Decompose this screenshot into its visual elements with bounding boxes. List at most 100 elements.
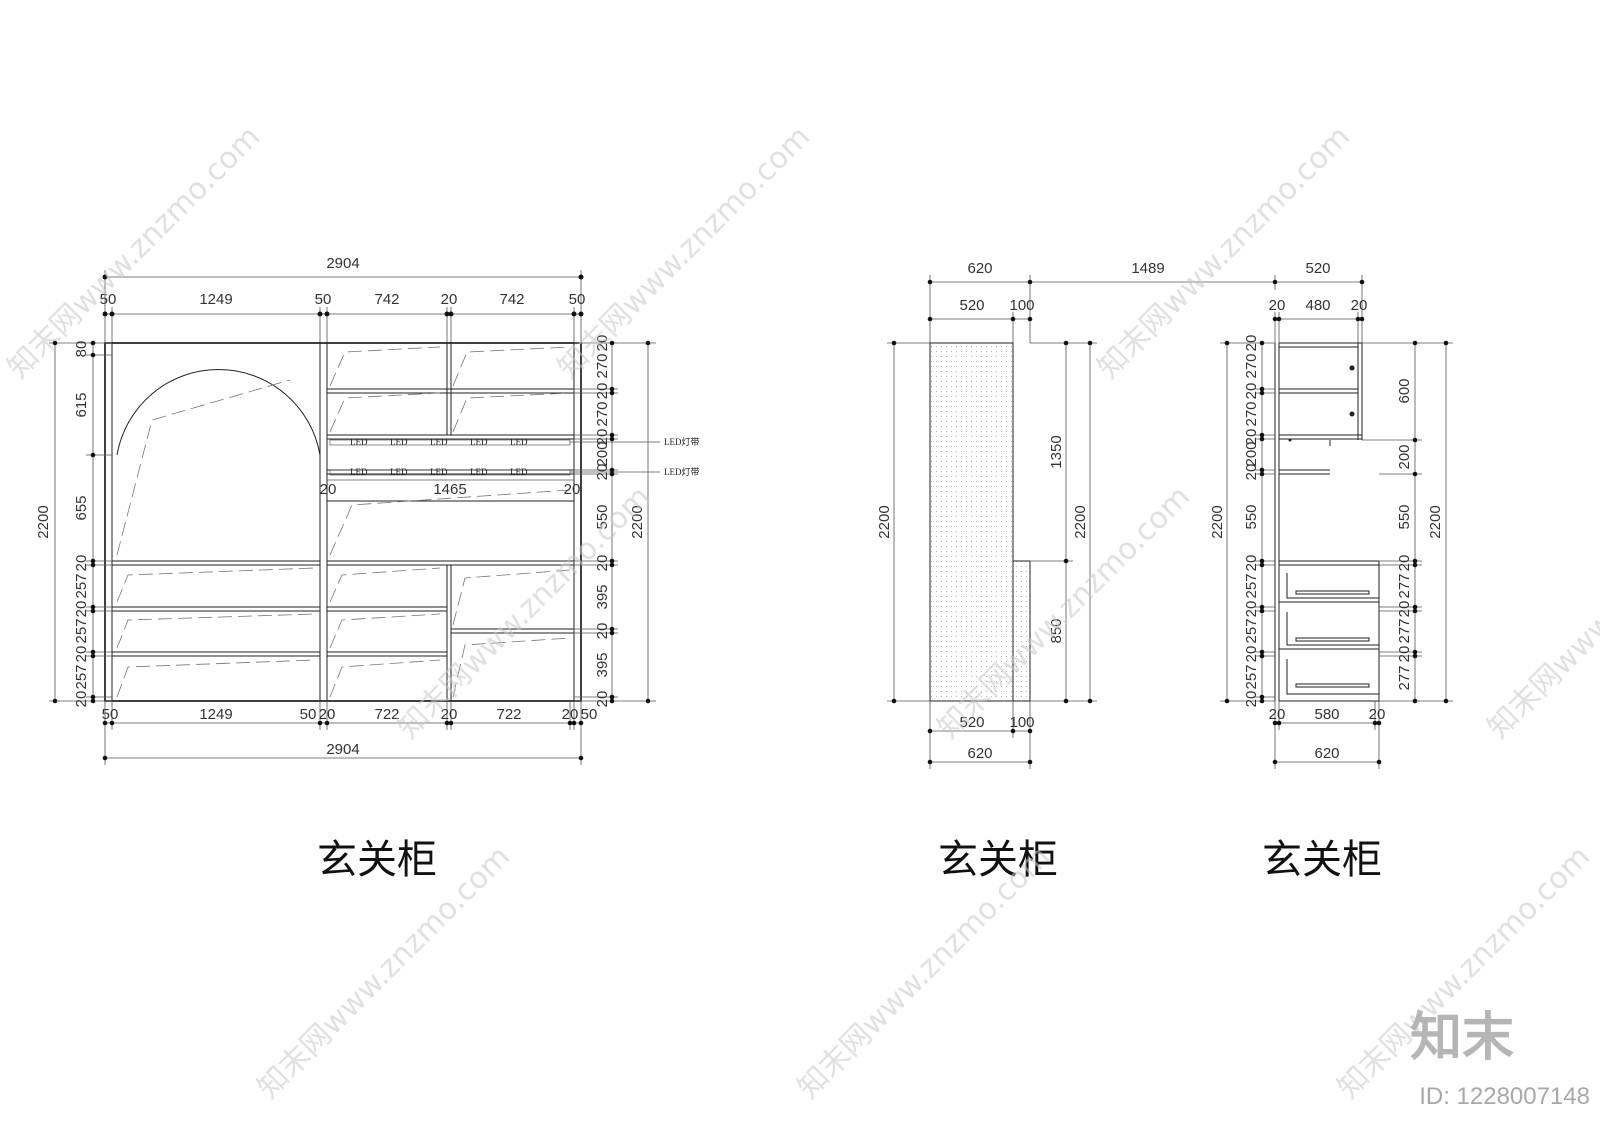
watermark-text: 知末网www.znzmo.com: [551, 119, 817, 385]
section-right-seg: 20: [1396, 601, 1413, 618]
drawer: [1279, 573, 1379, 603]
front-bottom-seg: 722: [374, 706, 399, 723]
front-right-height: 2200: [629, 505, 646, 538]
svg-text:LED: LED: [470, 437, 488, 447]
section-left-height: 2200: [1209, 505, 1226, 538]
front-bottom-seg: 20: [441, 706, 458, 723]
side-title: 玄关柜: [938, 837, 1058, 883]
section-top-seg: 20: [1269, 297, 1286, 314]
section-view: 520 20 480 20: [1209, 260, 1453, 883]
front-bottom-seg: 50: [102, 706, 119, 723]
section-left-seg: 20: [1243, 691, 1260, 708]
section-title: 玄关柜: [1262, 837, 1382, 883]
front-bottom-seg: 20: [319, 706, 336, 723]
front-bottom-seg: 20: [562, 706, 579, 723]
front-left-seg: 615: [73, 392, 90, 417]
side-bottom-1: 520: [959, 714, 984, 731]
front-inner-left: 20: [320, 481, 337, 498]
watermark-text: 知末网www.znzmo.com: [1481, 479, 1600, 745]
front-right-seg: 395: [594, 652, 611, 677]
front-inner-width: 1465: [433, 481, 466, 498]
svg-text:LED: LED: [350, 437, 368, 447]
side-left-height: 2200: [876, 505, 893, 538]
front-bottom-seg: 722: [496, 706, 521, 723]
front-left-seg: 80: [73, 341, 90, 358]
section-top-total: 520: [1305, 260, 1330, 277]
side-bottom-2: 100: [1009, 714, 1034, 731]
section-right-seg: 277: [1396, 665, 1413, 690]
front-left-height: 2200: [35, 505, 52, 538]
front-right-seg: 270: [594, 401, 611, 426]
section-left-seg: 20: [1243, 383, 1260, 400]
watermark-text: 知末网www.znzmo.com: [791, 839, 1057, 1105]
led-strip-1: LED LED LED LED LED: [329, 437, 571, 447]
front-left-seg: 20: [73, 601, 90, 618]
front-top-seg: 50: [100, 291, 117, 308]
watermark-text: 知末网www.znzmo.com: [1, 119, 267, 385]
front-left-seg: 20: [73, 555, 90, 572]
section-right-seg: 600: [1396, 378, 1413, 403]
svg-text:LED: LED: [350, 467, 368, 477]
section-right-seg: 550: [1396, 504, 1413, 529]
front-top-seg: 1249: [199, 291, 232, 308]
front-right-seg: 395: [594, 584, 611, 609]
watermark-text: 知末网www.znzmo.com: [391, 479, 657, 745]
section-left-seg: 257: [1243, 618, 1260, 643]
section-left-seg: 20: [1243, 555, 1260, 572]
front-left-seg: 655: [73, 495, 90, 520]
side-right-seg: 1350: [1048, 435, 1065, 468]
front-left-seg: 257: [73, 618, 90, 643]
section-left-seg: 20: [1243, 464, 1260, 481]
front-bottom-seg: 1249: [199, 706, 232, 723]
section-right-seg: 277: [1396, 618, 1413, 643]
front-top-seg: 742: [374, 291, 399, 308]
section-top-seg: 20: [1351, 297, 1368, 314]
section-left-seg: 20: [1243, 335, 1260, 352]
section-right-seg: 277: [1396, 573, 1413, 598]
front-right-seg: 20: [594, 335, 611, 352]
svg-text:LED: LED: [390, 437, 408, 447]
section-bottom-total: 620: [1314, 745, 1339, 762]
front-bottom-seg: 50: [300, 706, 317, 723]
front-top-seg: 50: [569, 291, 586, 308]
watermarks: 知末网www.znzmo.com 知末网www.znzmo.com 知末网www…: [1, 119, 1600, 1105]
section-left-seg: 270: [1243, 353, 1260, 378]
section-left-seg: 200: [1243, 441, 1260, 466]
front-bottom-total: 2904: [326, 741, 359, 758]
front-right-seg: 20: [594, 623, 611, 640]
svg-text:LED: LED: [510, 437, 528, 447]
front-right-seg: 20: [594, 429, 611, 446]
section-right-seg: 20: [1396, 555, 1413, 572]
led-label-1: LED灯带: [664, 437, 700, 447]
section-right-seg: 20: [1396, 646, 1413, 663]
section-left-seg: 257: [1243, 573, 1260, 598]
side-top-3: 100: [1009, 297, 1034, 314]
drawer: [1286, 659, 1379, 695]
side-top-1: 620: [967, 260, 992, 277]
led-strip-2: LED LED LED LED LED: [329, 467, 571, 477]
led-label-2: LED灯带: [664, 467, 700, 477]
front-elevation: 2904 50 1249 50 742 20 742 50: [35, 255, 700, 883]
brand-logo: 知末: [1410, 1008, 1514, 1068]
front-right-seg: 20: [594, 555, 611, 572]
front-right-seg: 20: [594, 383, 611, 400]
front-left-seg: 257: [73, 573, 90, 598]
section-left-seg: 20: [1243, 646, 1260, 663]
section-bottom-seg: 20: [1369, 706, 1386, 723]
section-left-seg: 550: [1243, 504, 1260, 529]
section-top-seg: 480: [1305, 297, 1330, 314]
side-bottom-total: 620: [967, 745, 992, 762]
front-bottom-seg: 50: [581, 706, 598, 723]
drawing-id: ID: 1228007148: [1419, 1083, 1590, 1110]
section-bottom-seg: 20: [1269, 706, 1286, 723]
section-left-seg: 270: [1243, 401, 1260, 426]
front-left-seg: 257: [73, 664, 90, 689]
front-inner-right: 20: [564, 481, 581, 498]
section-right-height: 2200: [1427, 505, 1444, 538]
front-title: 玄关柜: [317, 837, 437, 883]
svg-text:LED: LED: [430, 437, 448, 447]
svg-text:LED: LED: [510, 467, 528, 477]
side-right-seg: 850: [1048, 618, 1065, 643]
front-right-seg: 270: [594, 353, 611, 378]
